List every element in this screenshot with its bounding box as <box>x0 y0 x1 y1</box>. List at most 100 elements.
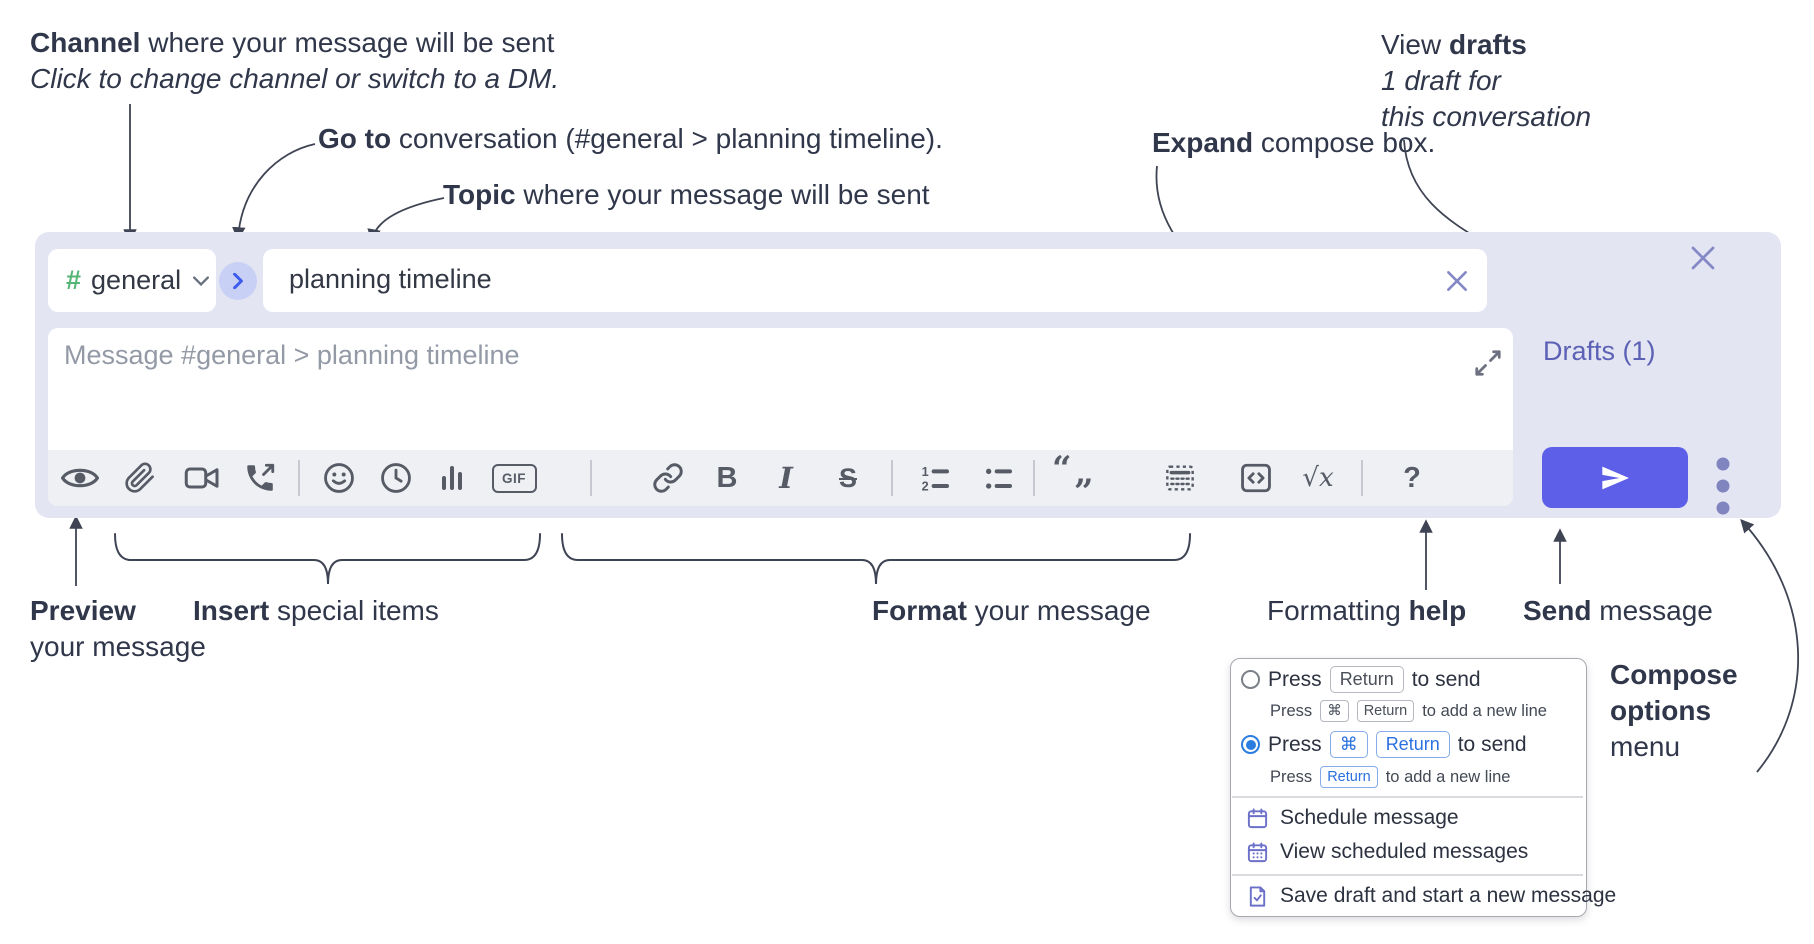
voice-call-button[interactable] <box>237 450 283 506</box>
menu-option1-subtext: Press ⌘ Return to add a new line <box>1270 700 1547 722</box>
clock-icon <box>381 463 411 493</box>
drafts-link[interactable]: Drafts (1) <box>1543 336 1656 366</box>
menu-option1-sub-suffix: to add a new line <box>1422 701 1547 720</box>
annotation-compose-options-1: Compose <box>1610 658 1738 692</box>
quote-button[interactable]: “ „ <box>1050 449 1096 506</box>
annotation-goto-bold: Go to <box>318 123 392 154</box>
smiley-icon <box>324 463 354 493</box>
menu-divider <box>1232 874 1583 876</box>
annotation-format-rest: your message <box>966 595 1151 626</box>
close-compose-icon[interactable] <box>1688 243 1718 273</box>
annotation-compose-options-bold1: Compose <box>1610 659 1738 690</box>
annotation-compose-options-3: menu <box>1610 731 1681 762</box>
strikethrough-icon: S <box>838 462 857 493</box>
toolbar-divider <box>1361 460 1363 496</box>
channel-name: general <box>91 265 182 295</box>
annotation-topic: Topic where your message will be sent <box>443 178 930 212</box>
spoiler-button[interactable] <box>1157 450 1203 506</box>
annotation-drafts-line3: this conversation <box>1381 101 1592 132</box>
numbered-list-icon: 1 2 <box>922 465 949 494</box>
annotation-expand-bold: Expand <box>1152 127 1254 158</box>
time-button[interactable] <box>373 450 419 506</box>
annotation-drafts-bold: drafts <box>1448 29 1527 60</box>
radio-selected-icon[interactable] <box>1241 735 1260 754</box>
italic-button[interactable]: I <box>763 450 809 506</box>
radio-unselected-icon[interactable] <box>1241 670 1260 689</box>
message-input[interactable] <box>62 338 1446 442</box>
return-key: Return <box>1320 766 1378 788</box>
return-key: Return <box>1375 731 1450 758</box>
video-call-button[interactable] <box>179 450 225 506</box>
menu-option1-press: Press <box>1268 667 1322 691</box>
channel-selector[interactable]: # general <box>48 249 216 312</box>
annotation-format: Format your message <box>872 594 1151 628</box>
code-button[interactable] <box>1233 450 1279 506</box>
menu-item-save-draft[interactable]: Save draft and start a new message <box>1246 884 1616 908</box>
strikethrough-button[interactable]: S <box>825 450 871 506</box>
eye-icon <box>61 468 99 488</box>
bulleted-list-button[interactable] <box>975 450 1021 506</box>
menu-item-label: Schedule message <box>1280 806 1459 829</box>
document-check-icon <box>1249 885 1266 907</box>
return-key: Return <box>1329 666 1404 693</box>
quote-close-glyph: „ <box>1074 453 1094 493</box>
annotation-channel-bold: Channel <box>30 27 141 58</box>
annotation-preview-line2: your message <box>30 631 206 662</box>
annotation-insert-bold: Insert <box>193 595 270 626</box>
menu-item-view-scheduled[interactable]: View scheduled messages <box>1246 840 1528 864</box>
expand-compose-icon[interactable] <box>1473 348 1503 378</box>
preview-button[interactable] <box>57 450 103 506</box>
toolbar-divider <box>1033 460 1035 496</box>
numbered-list-button[interactable]: 1 2 <box>912 450 958 506</box>
annotation-drafts-pre: View <box>1381 29 1449 60</box>
go-to-conversation-button[interactable] <box>219 262 257 300</box>
annotation-topic-bold: Topic <box>443 179 516 210</box>
menu-item-label: Save draft and start a new message <box>1280 884 1617 907</box>
message-formatting-help-button[interactable]: ? <box>1389 450 1435 506</box>
annotation-send-bold: Send <box>1523 595 1592 626</box>
math-icon: √x <box>1302 463 1334 493</box>
bold-button[interactable]: B <box>704 450 750 506</box>
annotation-compose-options-bold2: options <box>1610 695 1712 726</box>
menu-option-cmd-return-to-send[interactable]: Press ⌘ Return to send <box>1241 731 1527 758</box>
connector-compose-options <box>1740 519 1799 773</box>
menu-item-schedule-message[interactable]: Schedule message <box>1246 806 1459 830</box>
menu-option2-sub-press: Press <box>1270 767 1313 786</box>
menu-option-return-to-send[interactable]: Press Return to send <box>1241 666 1481 693</box>
vertical-ellipsis-icon <box>1716 457 1730 515</box>
attach-file-button[interactable] <box>117 450 163 506</box>
annotation-preview: Preview <box>30 594 136 628</box>
menu-item-label: View scheduled messages <box>1280 840 1529 863</box>
chevron-down-icon <box>193 275 210 286</box>
link-button[interactable] <box>645 450 691 506</box>
annotation-topic-rest: where your message will be sent <box>515 179 930 210</box>
connector-goto <box>232 143 316 241</box>
italic-icon: I <box>779 461 793 495</box>
menu-option2-press: Press <box>1268 732 1322 756</box>
math-button[interactable]: √x <box>1295 450 1341 506</box>
question-mark-icon: ? <box>1403 461 1421 494</box>
menu-option2-sub-suffix: to add a new line <box>1385 767 1511 786</box>
menu-divider <box>1232 796 1583 798</box>
gif-button[interactable]: GIF <box>491 450 537 506</box>
annotation-insert-rest: special items <box>269 595 439 626</box>
annotation-send-rest: message <box>1591 595 1713 626</box>
annotation-preview-bold: Preview <box>30 595 136 626</box>
emoji-button[interactable] <box>316 450 362 506</box>
annotation-channel-line2: Click to change channel or switch to a D… <box>30 63 560 94</box>
topic-input[interactable] <box>287 263 1391 296</box>
send-button[interactable] <box>1542 447 1688 508</box>
calendar-grid-icon <box>1247 841 1268 862</box>
spoiler-icon <box>1166 465 1194 491</box>
menu-option1-suffix: to send <box>1411 667 1481 691</box>
chevron-right-icon <box>233 273 243 289</box>
poll-button[interactable] <box>429 450 475 506</box>
annotation-goto-rest: conversation (#general > planning timeli… <box>391 123 943 154</box>
compose-options-button[interactable] <box>1705 450 1741 522</box>
clear-topic-icon[interactable] <box>1444 268 1470 294</box>
bulleted-list-icon <box>986 468 1012 489</box>
quote-icon: “ „ <box>1052 449 1094 497</box>
bar-chart-icon <box>442 466 462 490</box>
brace-insert <box>114 533 541 585</box>
